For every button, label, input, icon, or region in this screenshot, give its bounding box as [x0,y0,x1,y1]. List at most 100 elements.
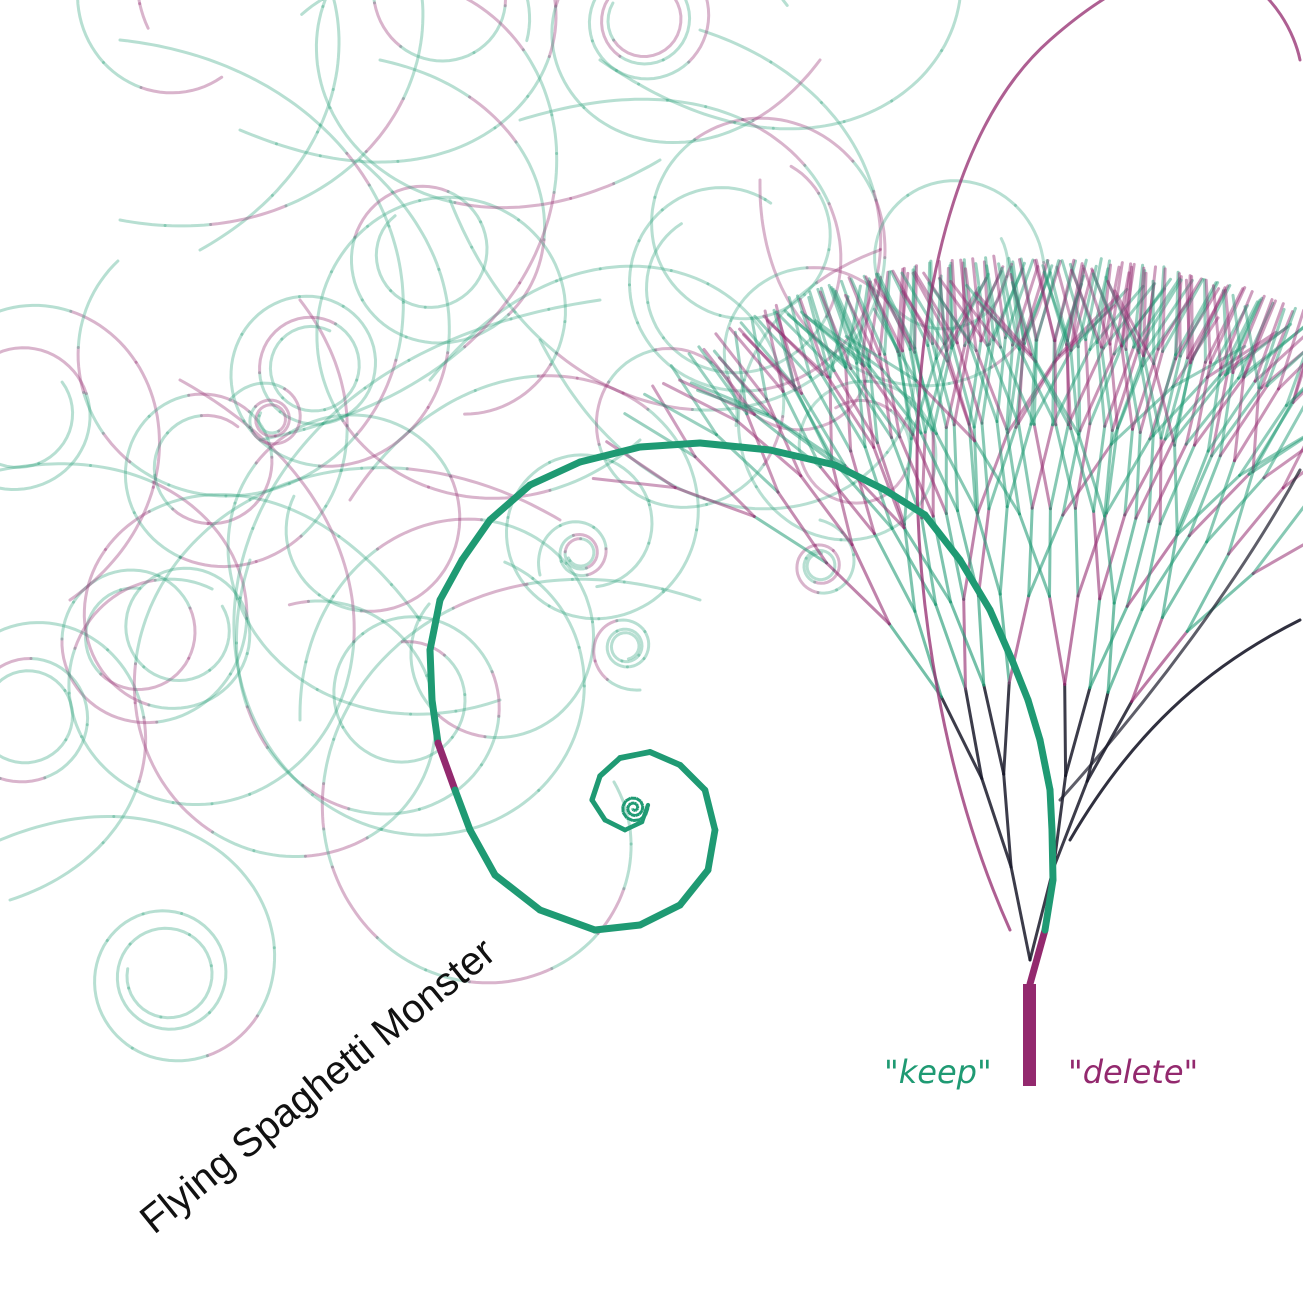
tree-branch [1218,384,1269,458]
faint-noodle-segment [390,190,441,271]
tree-branch [834,289,871,368]
faint-noodle-segment [210,792,252,806]
tree-branch [1076,432,1107,518]
faint-noodle-segment [394,300,405,362]
faint-noodle-segment [815,248,882,285]
faint-noodle-segment [595,541,651,589]
spiral-segment [617,749,653,761]
faint-noodle-segment [0,738,68,765]
faint-noodle-segment [814,543,835,553]
faint-noodle-segment [303,836,369,858]
tree-branch [1156,265,1166,351]
faint-noodle-segment [558,520,596,529]
spiral-segment [986,606,1016,664]
tree-branch [1218,300,1259,377]
tree-branch [962,511,980,601]
tree-branch [1144,265,1157,351]
faint-noodle-segment [257,414,281,435]
faint-noodle-segment [366,199,422,228]
tree-branch [774,310,836,373]
faint-noodle-segment [371,429,411,470]
faint-noodle-segment [206,455,274,526]
tree-branch [982,260,991,346]
tree-branch [1066,339,1070,427]
faint-noodle-segment [582,106,755,145]
tree-branch [1175,454,1214,537]
tree-branch [1073,422,1092,510]
tree-branch [1142,354,1163,440]
tree-branch [850,543,891,626]
tree-branch [948,264,954,350]
tree-branch [1231,293,1246,379]
faint-noodle-segment [609,631,641,663]
tree-branch [799,474,854,547]
tree-branch [900,271,946,346]
spiral-core-segment [632,818,641,823]
faint-noodle-segment [625,657,646,669]
tree-branch [1103,429,1114,518]
tree-branch [1123,427,1134,517]
faint-noodle-segment [575,376,650,411]
faint-noodle-segment [615,60,691,81]
faint-noodle-segment [358,158,394,194]
tree-branch [1034,360,1080,436]
tree-branch [867,277,901,357]
tree-branch [1218,325,1289,377]
faint-noodle-segment [470,245,517,314]
faint-noodle-segment [208,604,231,672]
faint-noodle-segment [317,593,363,613]
tree-branch [862,364,915,436]
tree-branch [831,287,866,368]
faint-noodle-segment [248,466,364,502]
faint-noodle-segment [587,0,597,43]
tree-branch [1084,257,1103,342]
tree-branch [1251,543,1303,576]
faint-noodle-segment [133,701,215,834]
faint-noodle-segment [99,656,191,692]
spiral-core-segment [634,812,640,818]
tree-branch [1057,274,1086,357]
tree-branch [1045,259,1069,342]
tree-branch [774,303,796,388]
tree-branch [1227,470,1255,556]
tree-branch [793,388,837,466]
trunk-base [1023,984,1036,1086]
faint-noodle-segment [661,0,692,62]
faint-noodle-segment [348,467,375,502]
tree-branch [1054,423,1077,510]
tree-branch [952,423,960,513]
faint-noodle-segment [311,793,384,831]
tree-branch [878,270,890,356]
tree-branch [1151,353,1178,438]
faint-noodle-segment [118,218,167,227]
tree-branch [961,261,967,347]
tree-branch [1125,520,1151,608]
tree-branch [872,307,918,382]
tree-branch [742,333,804,395]
faint-noodle-segment [835,553,856,592]
tree-branch [1251,505,1303,576]
tree-branch [1173,361,1192,447]
faint-noodle-segment [322,737,336,786]
faint-noodle-segment [490,670,501,718]
tree-branch [1141,282,1156,368]
faint-noodle-segment [248,640,356,796]
tree-branch [826,375,876,449]
faint-noodle-segment [128,460,171,487]
tree-branch [1063,594,1080,686]
faint-noodle-segment [628,239,641,287]
tree-branch [849,367,902,439]
tree-branch [798,297,830,379]
faint-noodle-segment [298,660,308,722]
tree-branch [913,346,935,432]
tree-branch [1140,522,1162,612]
tree-branch [1019,257,1038,342]
tree-branch [678,378,756,416]
tree-branch [1238,404,1288,477]
faint-noodle-segment [389,289,427,309]
tree-branch [1098,513,1127,601]
tree-branch [883,352,902,439]
tree-branch [1112,271,1131,356]
tree-branch [1284,355,1303,407]
tree-branch [1052,304,1116,364]
